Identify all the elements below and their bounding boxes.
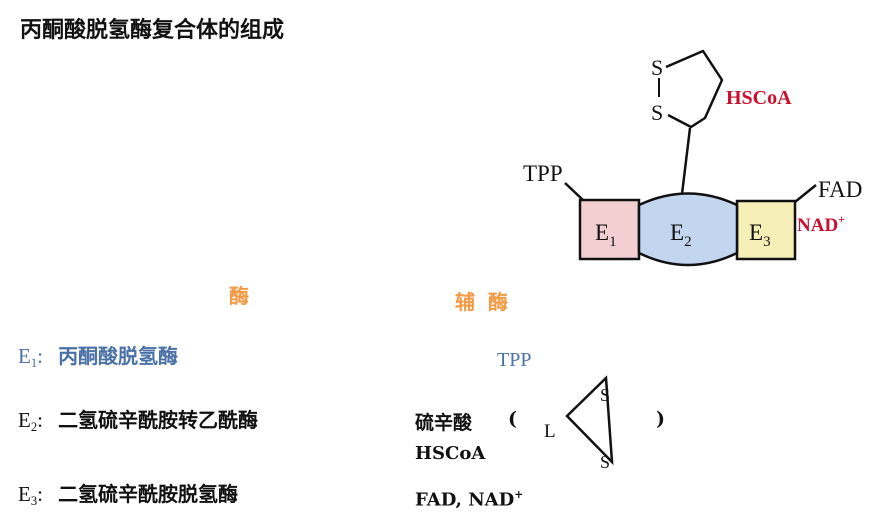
enzyme-row-name: 二氢硫辛酰胺转乙酰酶 — [58, 408, 259, 432]
lipoic-paren-close: ) — [656, 408, 665, 430]
enzyme-row-label: E2: — [18, 408, 43, 434]
lipoic-ring-s-top-label: S — [600, 385, 610, 405]
lipoic-ring-triangle — [565, 375, 614, 466]
nad-diagram-label: NAD+ — [797, 212, 845, 236]
lipoic-ring-s-bottom-label: S — [600, 452, 610, 472]
fad-diagram-label: FAD — [818, 177, 862, 202]
page-title: 丙酮酸脱氢酶复合体的组成 — [20, 17, 285, 43]
coenzyme-lipoic-acid: 硫辛酸 — [415, 412, 473, 434]
e3-diagram-label: E3 — [749, 220, 771, 250]
enzyme-row-e1: E1: 丙酮酸脱氢酶 — [18, 340, 178, 371]
enzyme-column-header: 酶 — [229, 284, 249, 308]
lipoyl-arm — [680, 127, 692, 195]
fad-arm — [794, 184, 817, 203]
coenzyme-column-header: 辅 酶 — [455, 290, 511, 314]
tpp-diagram-label: TPP — [523, 161, 563, 186]
lipoic-paren-open: ( — [508, 408, 517, 430]
enzyme-row-e3: E3: 二氢硫辛酰胺脱氢酶 — [18, 478, 238, 509]
enzyme-row-name: 二氢硫辛酰胺脱氢酶 — [58, 482, 239, 506]
tpp-arm — [564, 182, 584, 201]
sulfur-bottom-label: S — [651, 100, 663, 125]
e2-subunit — [637, 192, 739, 267]
lipoyl-ring — [665, 49, 724, 129]
enzyme-row-label: E3: — [18, 482, 43, 508]
coenzyme-fad-nad: FAD, NAD+ — [415, 488, 524, 511]
coenzyme-hscoa: HSCoA — [415, 443, 486, 464]
enzyme-row-name: 丙酮酸脱氢酶 — [58, 344, 179, 368]
lipoic-ring-l-label: L — [544, 421, 556, 442]
coenzyme-tpp: TPP — [497, 349, 532, 371]
sulfur-top-label: S — [651, 55, 663, 80]
e1-diagram-label: E1 — [595, 220, 617, 250]
enzyme-row-label: E1: — [18, 344, 43, 370]
e2-diagram-label: E2 — [670, 220, 692, 250]
enzyme-row-e2: E2: 二氢硫辛酰胺转乙酰酶 — [18, 404, 258, 435]
hscoa-diagram-label: HSCoA — [726, 87, 792, 109]
